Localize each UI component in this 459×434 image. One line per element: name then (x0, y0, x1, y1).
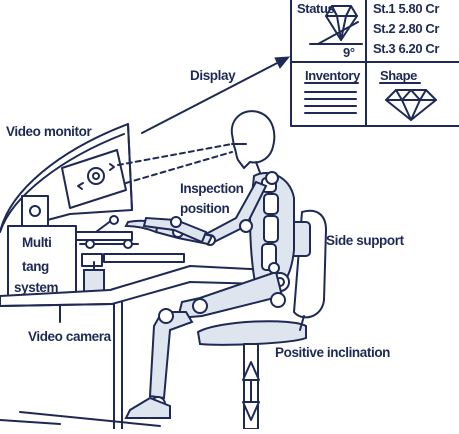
tang-system-cabinet (7, 225, 77, 303)
operator-lower-leg (148, 311, 194, 400)
shoulder-joint (265, 171, 279, 185)
side-support-label: Side support (326, 233, 405, 248)
video-camera-label: Video camera (28, 329, 112, 344)
knee-joint (192, 298, 208, 314)
inventory-label: Inventory (305, 68, 361, 83)
shape-label: Shape (380, 68, 417, 83)
angle-ray (317, 21, 359, 45)
multi-tang-label-line1: Multi (22, 235, 52, 250)
multi-tang-label-line3: system (14, 280, 59, 295)
display-label: Display (190, 68, 236, 83)
multi-tang-box (7, 195, 77, 303)
stone-1-value: St.1 5.80 Cr (373, 1, 439, 16)
monitor-lens-icon (87, 167, 105, 185)
tang-mechanism (75, 215, 185, 267)
video-monitor-screen (61, 149, 127, 209)
angle-value: 9° (343, 45, 355, 60)
stone-3-value: St.3 6.20 Cr (373, 41, 439, 56)
floor (0, 411, 161, 427)
operator-figure (124, 110, 295, 419)
sight-line (117, 143, 233, 184)
inspection-position-label-line2: position (180, 201, 229, 216)
inspection-position-label-line1: Inspection (180, 181, 244, 196)
multi-tang-label-line2: tang (22, 259, 49, 274)
inventory-list-icon (304, 91, 357, 114)
spine (261, 177, 279, 271)
operator-foot (124, 396, 171, 419)
work-tray (103, 253, 185, 263)
tang-top-box (21, 195, 49, 227)
positive-inclination-label: Positive inclination (275, 345, 390, 360)
stone-2-value: St.2 2.80 Cr (373, 21, 439, 36)
chair-seat (196, 320, 307, 346)
shape-diamond-icon (385, 89, 437, 121)
operator-head (230, 110, 276, 169)
elbow-joint (239, 219, 253, 233)
display-panel: Status 9° St.1 5.80 Cr St.2 2.80 Cr St.3… (290, 0, 459, 127)
tang-indicator-icon (29, 205, 41, 217)
display-arrow (141, 56, 291, 134)
status-label: Status (297, 1, 335, 16)
height-adjust-icon (242, 361, 260, 421)
video-monitor-label: Video monitor (6, 124, 92, 139)
